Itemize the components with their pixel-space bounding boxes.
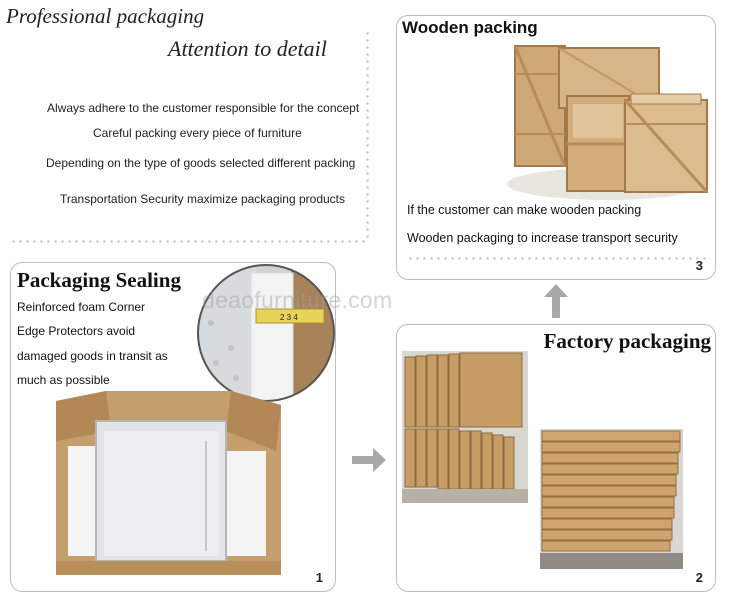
wooden-crates-photo	[507, 45, 709, 200]
packaging-sealing-title: Packaging Sealing	[17, 268, 181, 292]
wooden-caption: If the customer can make wooden packing	[407, 203, 642, 217]
wooden-packing-panel: Wooden packing If the customer can make …	[396, 15, 716, 280]
intro-line: Transportation Security maximize packagi…	[60, 192, 346, 206]
arrow-up-icon	[544, 284, 568, 318]
wooden-packing-title: Wooden packing	[402, 18, 538, 37]
wooden-caption: Wooden packaging to increase transport s…	[407, 231, 678, 245]
sealing-text-line: Reinforced foam Corner	[17, 300, 146, 314]
factory-packaging-title: Factory packaging	[543, 329, 711, 353]
dotted-divider-vertical	[366, 30, 369, 242]
step-number-2: 2	[695, 570, 703, 585]
intro-line: Always adhere to the customer responsibl…	[47, 101, 360, 115]
sealing-text-line: damaged goods in transit as	[17, 349, 168, 363]
packaging-sealing-panel: Packaging Sealing Reinforced foam Corner…	[10, 262, 336, 592]
arrow-right-icon	[352, 448, 386, 472]
sealing-text-line: much as possible	[17, 373, 110, 387]
cardboard-box-photo	[56, 391, 281, 575]
factory-packaging-panel: Factory packaging	[396, 324, 716, 592]
intro-line: Careful packing every piece of furniture	[93, 126, 302, 140]
watermark: deaofurniture.com	[202, 287, 393, 313]
intro-line: Depending on the type of goods selected …	[46, 156, 356, 170]
step-number-1: 1	[315, 570, 323, 585]
stacked-flat-boxes-photo	[540, 429, 683, 569]
foam-corner-closeup-photo: 2 3 4	[197, 264, 335, 402]
upright-boxes-photo	[402, 351, 528, 503]
intro-title-professional-packaging: Professional packaging	[6, 4, 205, 28]
step-number-3: 3	[695, 258, 703, 273]
dotted-divider-horizontal	[10, 240, 368, 243]
svg-text:2 3 4: 2 3 4	[280, 313, 298, 322]
dotted-divider	[407, 257, 707, 260]
intro-title-attention-to-detail: Attention to detail	[168, 36, 327, 61]
sealing-text-line: Edge Protectors avoid	[17, 324, 136, 338]
